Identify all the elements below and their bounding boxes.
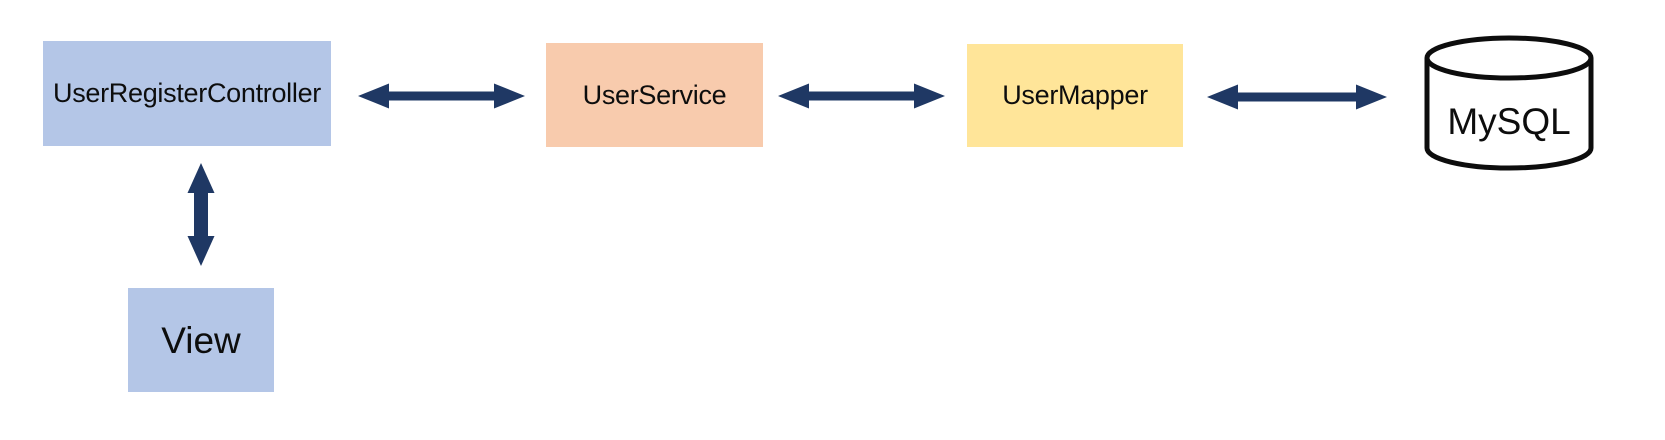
- node-user-register-controller-label: UserRegisterController: [53, 78, 321, 108]
- double-arrow-glyph: [778, 83, 945, 109]
- arrow-controller-service: [358, 83, 525, 109]
- database-cylinder-shape: [1424, 35, 1594, 171]
- arrow-mapper-mysql: [1207, 84, 1387, 110]
- double-arrow-glyph: [358, 83, 525, 109]
- node-view: View: [128, 288, 274, 392]
- node-user-mapper: UserMapper: [967, 44, 1183, 147]
- arrow-controller-view: [187, 163, 215, 266]
- arrow-service-mapper: [778, 83, 945, 109]
- node-user-mapper-label: UserMapper: [1002, 80, 1148, 110]
- double-arrow-glyph: [1207, 84, 1387, 110]
- node-user-register-controller: UserRegisterController: [43, 41, 331, 146]
- double-arrow-glyph: [187, 163, 215, 266]
- node-mysql: MySQL: [1421, 33, 1597, 175]
- node-view-label: View: [161, 319, 241, 361]
- database-cylinder-icon: [1424, 35, 1594, 171]
- node-user-service: UserService: [546, 43, 763, 147]
- node-mysql-label: MySQL: [1447, 100, 1571, 142]
- node-user-service-label: UserService: [582, 79, 727, 110]
